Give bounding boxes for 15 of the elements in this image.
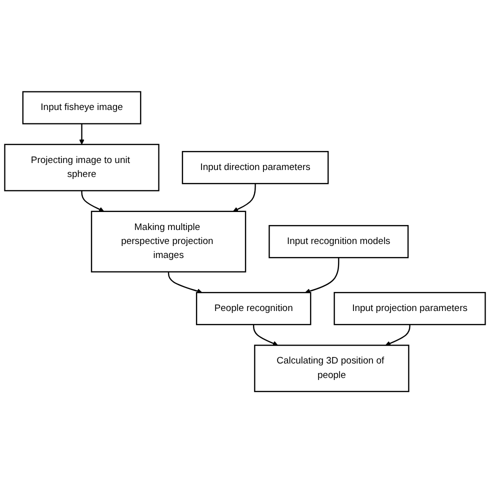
arrow [168,272,202,294]
arrow [304,258,340,294]
node-box: Making multiple perspective projection images [90,211,246,273]
arrow [385,324,410,346]
arrow [79,124,84,146]
arrow [81,191,104,212]
node-box: Input projection parameters [334,292,486,326]
node-box: Calculating 3D position of people [254,345,410,392]
arrow [253,324,278,346]
node-box: People recognition [196,292,312,326]
node-box: Input recognition models [268,225,409,259]
node-box: Projecting image to unit sphere [4,144,160,192]
node-box: Input direction parameters [182,151,329,185]
arrow [232,184,256,212]
node-box: Input fisheye image [22,92,142,125]
